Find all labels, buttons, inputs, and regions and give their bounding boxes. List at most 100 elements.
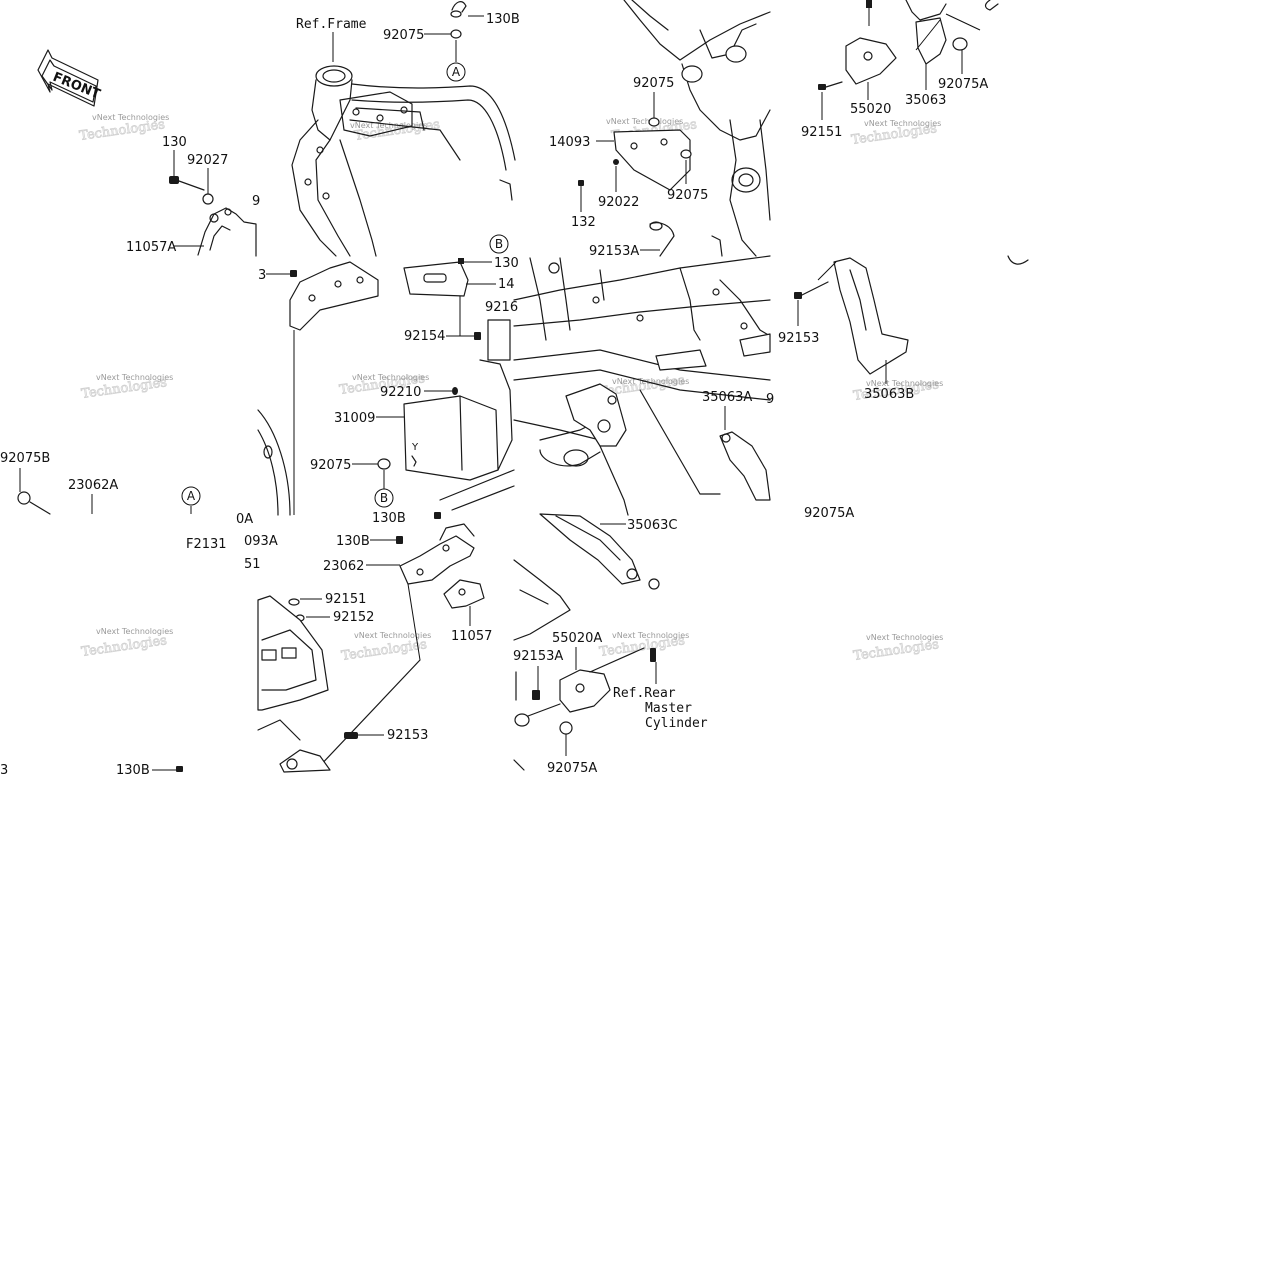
marker-a — [446, 62, 466, 82]
part-label-35063c: 35063C — [627, 518, 677, 533]
part-label-130b: 130B — [372, 511, 406, 526]
tile-top-frame: Ref.Frame 92075 A 130B — [291, 1, 520, 257]
watermark: vNext Technologies — [350, 121, 427, 130]
part-label-35063b: 35063B — [864, 387, 914, 402]
part-label-92210: 92210 — [380, 385, 421, 400]
part-label-14-cut: 14 — [498, 277, 515, 292]
part-label-cut: 3 — [0, 763, 8, 778]
part-label-92075: 92075 — [310, 458, 351, 473]
part-label-cut: 3 — [258, 268, 266, 283]
part-label-23062: 23062 — [323, 559, 364, 574]
tile-mid-chassis: 35063A 9 — [513, 255, 774, 516]
marker-a — [181, 486, 201, 506]
part-label-92152: 92152 — [333, 610, 374, 625]
plate-14093 — [613, 129, 691, 191]
part-label-23062a: 23062A — [68, 478, 118, 493]
footpeg-bracket-35063b — [833, 257, 909, 375]
washer-icon — [202, 193, 214, 205]
part-label-cut: 9 — [766, 392, 774, 407]
part-label-92075: 92075 — [633, 76, 674, 91]
tile-low-rear: 92075A 35063C 55020A Ref.Rear Master Cyl… — [513, 506, 854, 776]
watermark-logo: Technologies — [80, 633, 167, 660]
part-label-130-cut: 130 — [494, 256, 519, 271]
part-label-92153: 92153 — [387, 728, 428, 743]
tile-top-frame-detail: 92075 14093 92075 92022 132 92153A — [549, 0, 771, 259]
collar-icon — [952, 37, 968, 51]
bracket-23062 — [399, 535, 475, 585]
part-label-130b: 130B — [486, 12, 520, 27]
tile-top-right: 92151 55020 35063 92075A — [801, 0, 999, 140]
part-label-55020a: 55020A — [552, 631, 602, 646]
part-label-35063a: 35063A — [702, 390, 752, 405]
collar-icon — [17, 491, 31, 505]
part-label-51-cut: 51 — [244, 557, 261, 572]
watermark: vNext Technologies — [96, 627, 173, 636]
part-label-093a: 093A — [244, 534, 278, 549]
part-label-92075a: 92075A — [938, 77, 988, 92]
part-label-130b: 130B — [336, 534, 370, 549]
tile-top-left: 130 92027 9 11057A — [126, 135, 260, 257]
footpeg-bracket-35063c — [539, 513, 641, 585]
part-label-92153: 92153 — [778, 331, 819, 346]
pivot-bracket — [565, 383, 627, 447]
bracket-11057 — [289, 261, 379, 331]
part-label-f2131: F2131 — [186, 537, 227, 552]
marker-b-text: B — [380, 491, 388, 505]
ref-rear-label: Cylinder — [645, 716, 708, 731]
tile-low-brackets: 093A 51 130B 130B 23062 11057 92151 9215… — [244, 511, 492, 773]
battery-cover — [403, 261, 469, 297]
marker-a-text: A — [187, 489, 196, 503]
watermark: vNext Technologies — [866, 633, 943, 642]
part-label-92151: 92151 — [801, 125, 842, 140]
washer-icon — [648, 117, 660, 127]
front-arrow-icon: FRONT — [37, 49, 102, 107]
part-label-92151: 92151 — [325, 592, 366, 607]
watermark-logo: Technologies — [340, 637, 427, 664]
part-label-92075b: 92075B — [0, 451, 50, 466]
tile-mid-battery: 3 B 130 14 9216 92154 Y — [257, 234, 519, 516]
watermark: vNext Technologies — [612, 631, 689, 640]
part-label-92075: 92075 — [667, 188, 708, 203]
part-label-11057: 11057 — [451, 629, 492, 644]
part-label-92022: 92022 — [598, 195, 639, 210]
part-label-92154: 92154 — [404, 329, 445, 344]
part-label-cut: 9 — [252, 194, 260, 209]
watermark: vNext Technologies — [866, 379, 943, 388]
part-label-92153a: 92153A — [513, 649, 563, 664]
part-label-92075a: 92075A — [547, 761, 597, 776]
guard-55020a — [559, 669, 611, 713]
marker-a-text: A — [452, 65, 461, 79]
ref-rear-label: Ref.Rear — [613, 686, 676, 701]
part-label-11057a: 11057A — [126, 240, 176, 255]
watermark: vNext Technologies — [96, 373, 173, 382]
side-panel — [257, 595, 329, 711]
watermark: vNext Technologies — [92, 113, 169, 122]
part-label-92153a: 92153A — [589, 244, 639, 259]
footpeg-bracket-35063a — [719, 431, 771, 501]
case-mark: Y — [411, 442, 419, 453]
part-label-14093: 14093 — [549, 135, 590, 150]
guard-55020 — [845, 37, 897, 85]
watermark: vNext Technologies — [612, 377, 689, 386]
part-label-92075a-cut: 92075A — [804, 506, 854, 521]
part-label-132: 132 — [571, 215, 596, 230]
tile-mid-left: 92075B 23062A A — [0, 451, 201, 515]
part-label-31009: 31009 — [334, 411, 375, 426]
marker-b-text: B — [495, 237, 503, 251]
part-label-35063: 35063 — [905, 93, 946, 108]
part-label-92075: 92075 — [383, 28, 424, 43]
grommet-icon — [377, 458, 391, 470]
part-label-92027: 92027 — [187, 153, 228, 168]
ref-rear-label: Master — [645, 701, 692, 716]
part-label-9216-cut: 9216 — [485, 300, 518, 315]
bolt-icon — [169, 176, 179, 184]
collar-icon — [559, 721, 573, 735]
part-label-130: 130 — [162, 135, 187, 150]
watermark: vNext Technologies — [354, 631, 431, 640]
part-label-55020: 55020 — [850, 102, 891, 117]
tile-mid-right: 92153 35063B — [778, 255, 1029, 402]
battery-case-31009 — [403, 395, 499, 481]
marker-b — [489, 234, 509, 254]
part-label-130b: 130B — [116, 763, 150, 778]
